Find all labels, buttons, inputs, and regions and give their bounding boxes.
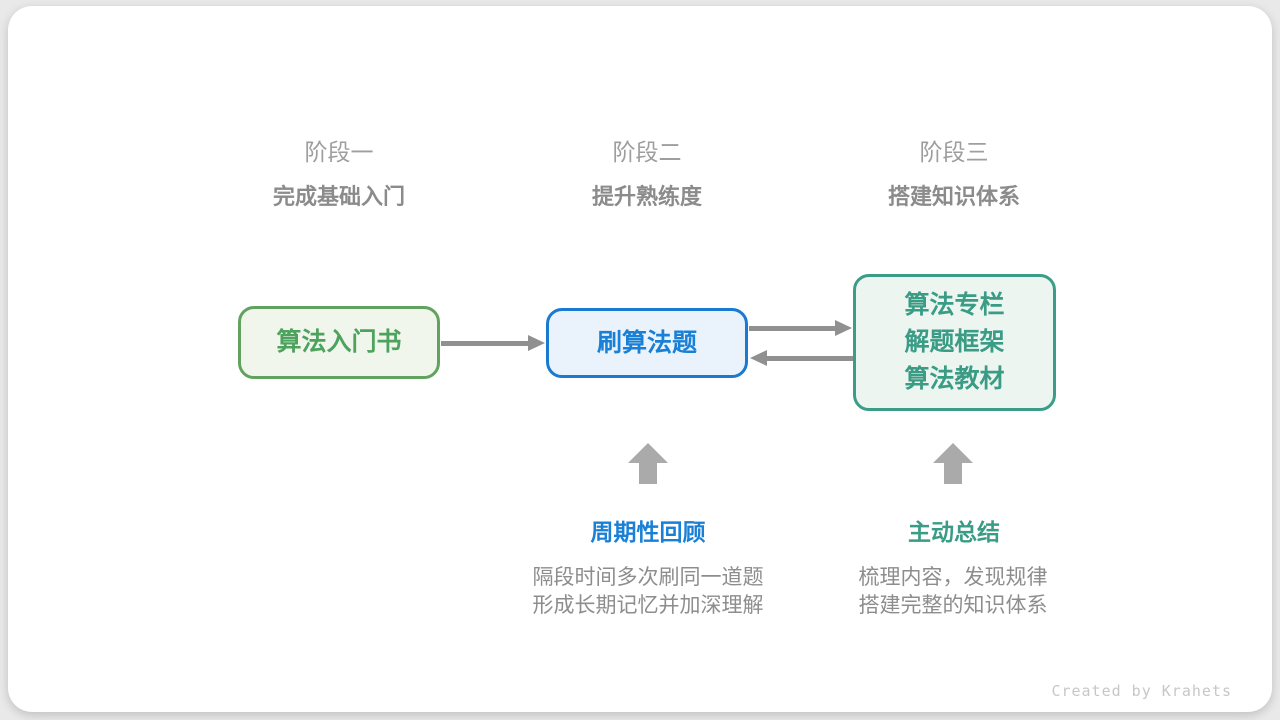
stage-3-subtitle: 搭建知识体系 bbox=[887, 184, 1020, 209]
annotation-summary-title: 主动总结 bbox=[908, 519, 1000, 545]
arrow-shaft bbox=[749, 325, 835, 331]
annotation-summary-desc: 梳理内容，发现规律 搭建完整的知识体系 bbox=[778, 564, 1128, 620]
arrow-up-stem bbox=[639, 463, 657, 484]
node-practice-label: 刷算法题 bbox=[596, 328, 697, 357]
arrow-stage2-to-stage3 bbox=[749, 320, 852, 336]
stage-2-label: 阶段二 bbox=[612, 139, 682, 165]
credit-text: Created by Krahets bbox=[1051, 682, 1232, 700]
stage-1-header: 阶段一 完成基础入门 bbox=[189, 137, 489, 210]
arrow-up-summary-icon bbox=[933, 443, 973, 484]
arrow-right-icon bbox=[528, 335, 545, 351]
node-intro-book-label: 算法入门书 bbox=[276, 328, 402, 356]
arrow-right-icon bbox=[835, 320, 852, 336]
arrow-stage1-to-stage2 bbox=[441, 335, 545, 351]
annotation-review-desc: 隔段时间多次刷同一道题 形成长期记忆并加深理解 bbox=[473, 564, 823, 620]
stage-3-header: 阶段三 搭建知识体系 bbox=[804, 137, 1104, 210]
annotation-summary-desc-line-1: 梳理内容，发现规律 bbox=[858, 566, 1048, 589]
stage-3-label: 阶段三 bbox=[919, 139, 989, 165]
node-practice-problems: 刷算法题 bbox=[546, 308, 748, 378]
annotation-review-title: 周期性回顾 bbox=[590, 519, 706, 545]
arrow-left-icon bbox=[750, 350, 767, 366]
arrow-up-head bbox=[628, 443, 668, 463]
stage-1-subtitle: 完成基础入门 bbox=[272, 184, 405, 209]
stage-1-label: 阶段一 bbox=[304, 139, 374, 165]
arrow-shaft bbox=[441, 340, 528, 346]
arrow-up-review-icon bbox=[628, 443, 668, 484]
arrow-stage3-to-stage2 bbox=[750, 350, 853, 366]
arrow-up-stem bbox=[944, 463, 962, 484]
node-resources-line-2: 解题框架 bbox=[904, 328, 1005, 356]
node-intro-book: 算法入门书 bbox=[238, 306, 440, 379]
node-resources-line-1: 算法专栏 bbox=[904, 291, 1005, 319]
arrow-up-head bbox=[933, 443, 973, 463]
annotation-review-desc-line-1: 隔段时间多次刷同一道题 bbox=[532, 566, 764, 589]
arrow-shaft bbox=[767, 355, 853, 361]
stage-2-header: 阶段二 提升熟练度 bbox=[497, 137, 797, 210]
stage-2-subtitle: 提升熟练度 bbox=[591, 184, 702, 209]
diagram-card: 阶段一 完成基础入门 阶段二 提升熟练度 阶段三 搭建知识体系 算法入门书 刷算… bbox=[8, 6, 1272, 712]
annotation-review-desc-line-2: 形成长期记忆并加深理解 bbox=[532, 594, 764, 617]
node-resources-line-3: 算法教材 bbox=[904, 365, 1005, 393]
node-knowledge-resources: 算法专栏 解题框架 算法教材 bbox=[853, 274, 1056, 411]
annotation-summary-desc-line-2: 搭建完整的知识体系 bbox=[858, 594, 1048, 617]
